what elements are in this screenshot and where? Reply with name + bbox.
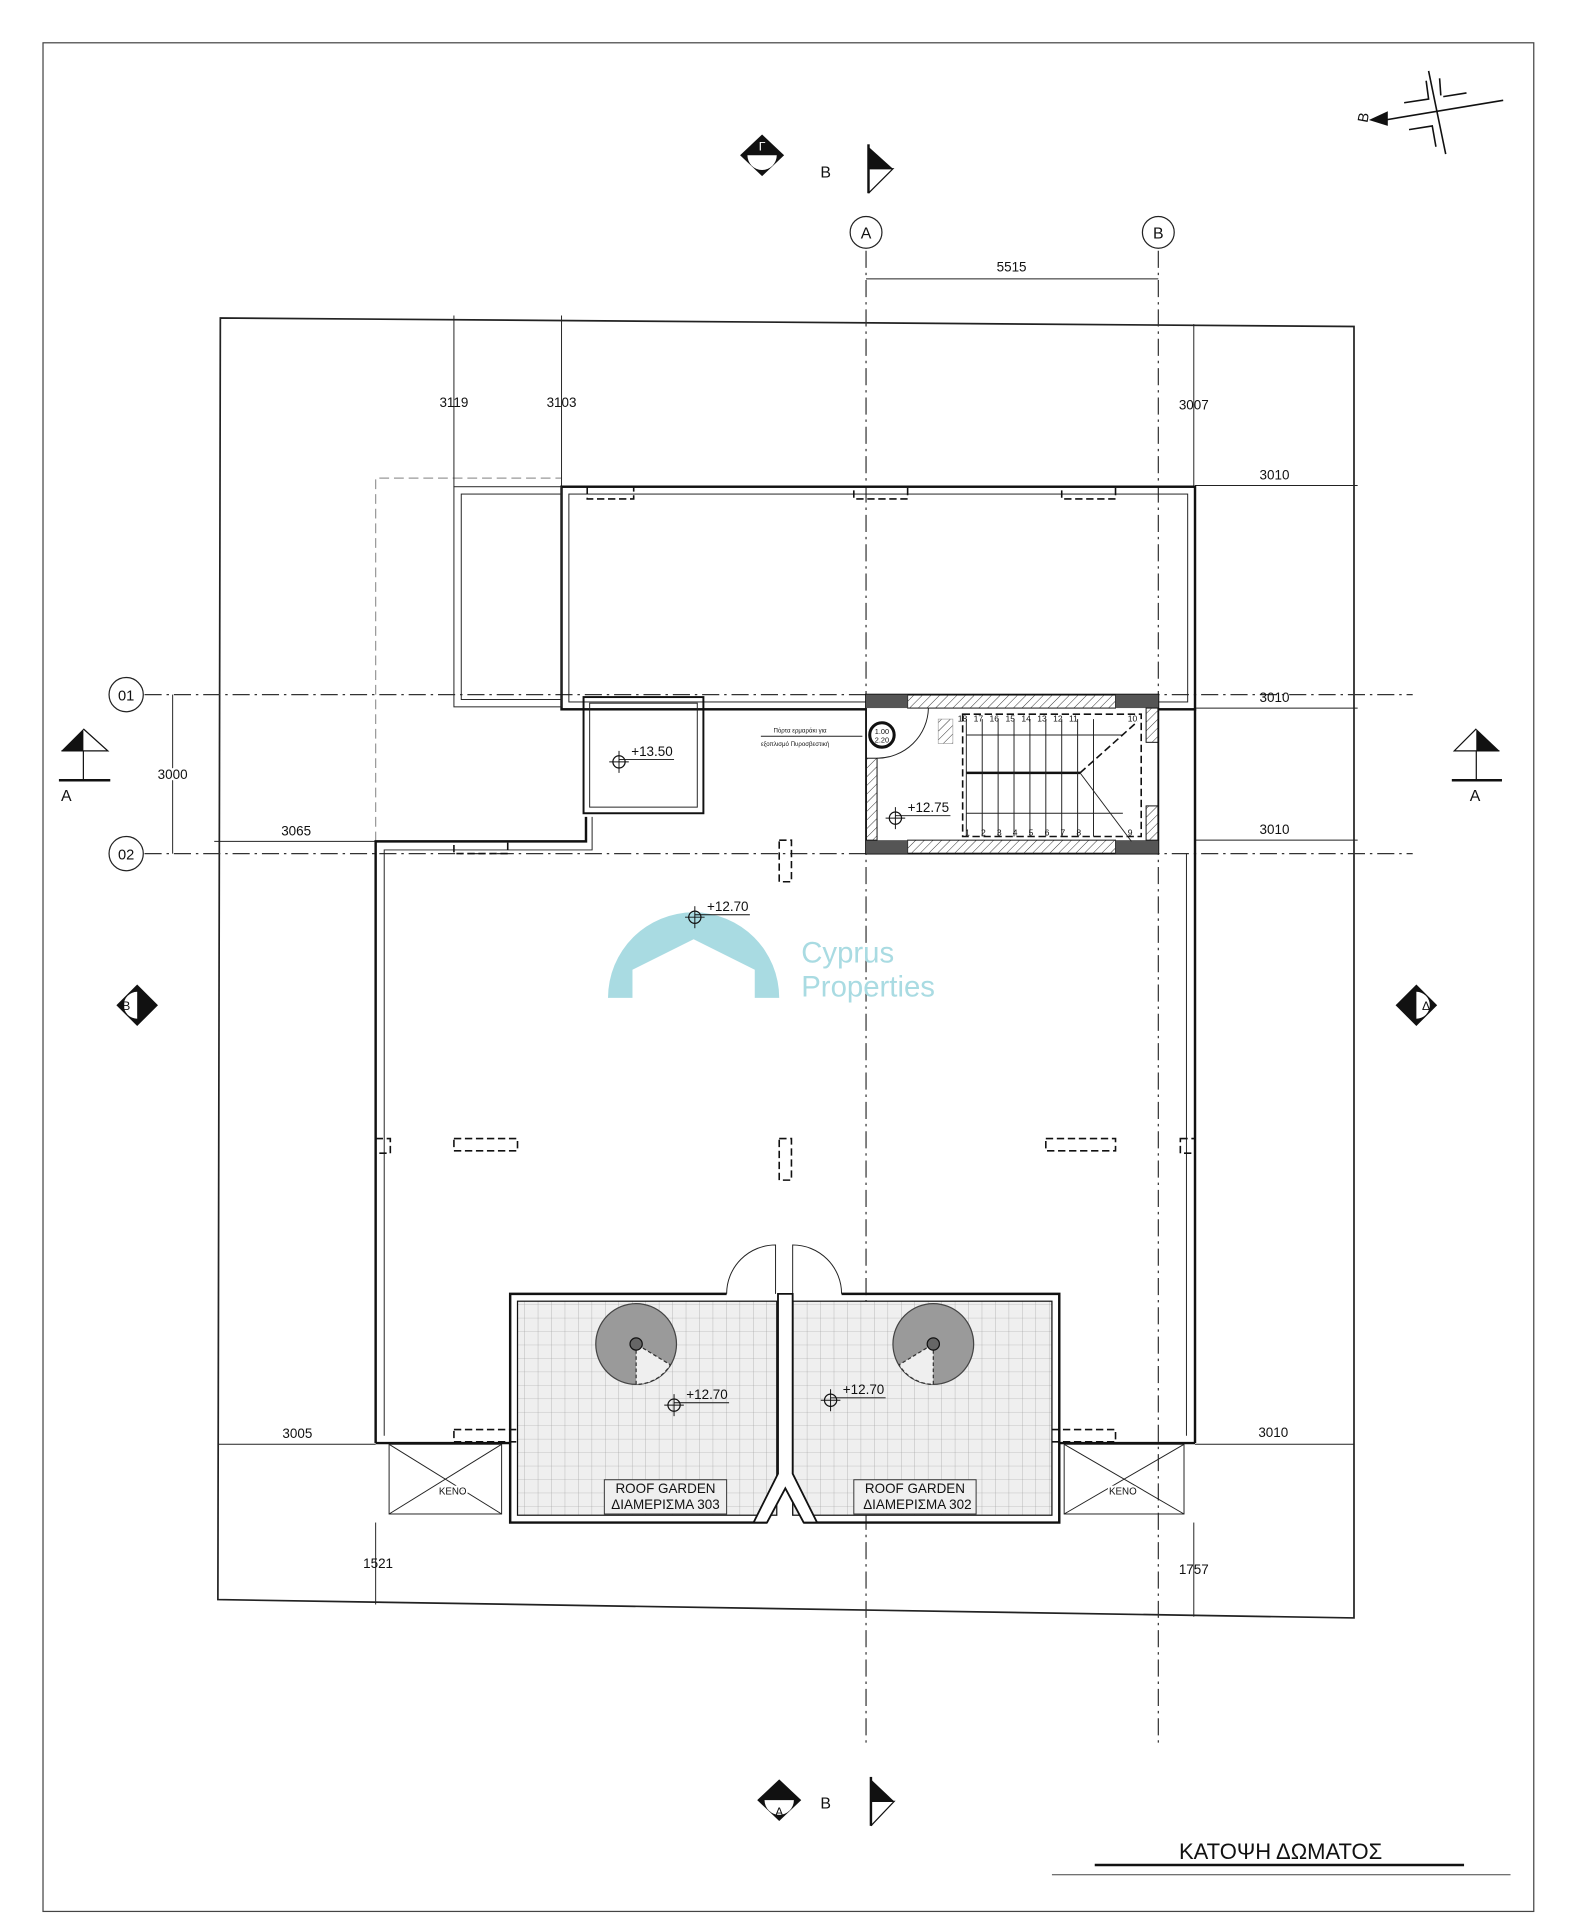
dividing-wall (752, 1292, 819, 1524)
svg-text:B: B (122, 999, 130, 1013)
dimension-lines (172, 278, 1358, 1617)
level-value: +12.70 (843, 1382, 884, 1397)
step-number: 5 (1029, 827, 1034, 837)
site-boundary (217, 317, 1355, 1619)
garden-303-label: ROOF GARDEN (615, 1481, 715, 1496)
level-marker-stair: +12.75 (885, 800, 951, 830)
level-marker-garden-302: +12.70 (820, 1382, 886, 1412)
garden-302-apartment: ΔΙΑΜΕΡΙΣΜΑ 302 (863, 1497, 971, 1512)
svg-text:1.00: 1.00 (875, 727, 889, 736)
step-number: 10 (1128, 714, 1138, 724)
level-value: +12.70 (686, 1387, 727, 1402)
dimension-3007: 3007 (1179, 398, 1209, 413)
step-number: 17 (974, 714, 984, 724)
section-marker-right: A (1451, 728, 1502, 805)
level-marker-tank: +13.50 (609, 744, 675, 773)
section-marker-left: A (58, 728, 111, 805)
level-marker-garden-303: +12.70 (664, 1387, 730, 1417)
spiral-stair-icon (595, 1303, 678, 1385)
svg-text:Cyprus: Cyprus (801, 936, 894, 969)
svg-text:A: A (61, 788, 72, 805)
step-number: 13 (1037, 714, 1047, 724)
spiral-stair-icon (892, 1303, 975, 1385)
garden-302-label: ROOF GARDEN (865, 1481, 965, 1496)
svg-text:Γ: Γ (759, 139, 766, 153)
stair-note-line2: εξοπλισμό Πυροσβεστική (761, 741, 829, 748)
svg-text:Δ: Δ (1422, 999, 1430, 1013)
svg-text:B: B (1153, 225, 1164, 242)
svg-text:02: 02 (118, 848, 134, 864)
dimension-1521: 1521 (363, 1556, 393, 1571)
void-left (388, 1443, 503, 1515)
dimension-3010-01: 3010 (1260, 690, 1290, 705)
grid-bubble-02: 02 (108, 835, 144, 872)
void-right (1063, 1443, 1185, 1515)
dimension-3119: 3119 (439, 395, 468, 410)
stair-core (865, 693, 1160, 855)
north-label: Β (1356, 111, 1373, 123)
cyprus-properties-logo: Cyprus Properties (608, 912, 935, 1004)
section-marker-top-right: B (820, 144, 895, 194)
setback-line (375, 477, 562, 842)
garden-303-apartment: ΔΙΑΜΕΡΙΣΜΑ 303 (611, 1497, 719, 1512)
grid-bubble-01: 01 (108, 676, 144, 713)
step-number: 4 (1013, 827, 1018, 837)
section-marker-bottom-left: A (757, 1779, 802, 1821)
step-number: 18 (958, 714, 968, 724)
step-number: 16 (990, 714, 1000, 724)
section-marker-top-left: Γ (740, 134, 785, 177)
drawing-title: ΚΑΤΟΨΗ ΔΩΜΑΤΟΣ (1179, 1839, 1382, 1864)
step-number: 15 (1005, 714, 1015, 724)
step-number: 7 (1060, 827, 1065, 837)
section-marker-right-mid: Δ (1395, 984, 1438, 1027)
dimension-3103: 3103 (547, 395, 577, 410)
svg-text:B: B (820, 1796, 831, 1813)
svg-text:A: A (775, 1805, 784, 1819)
svg-text:A: A (861, 225, 872, 242)
dimension-a-b: 5515 (997, 259, 1027, 274)
grid-bubble-a: A (849, 215, 883, 249)
north-arrow-icon (1368, 70, 1504, 155)
svg-text:01: 01 (118, 689, 134, 705)
step-number: 1 (965, 827, 970, 837)
dimension-3065: 3065 (281, 823, 311, 838)
door-tag: 1.00 2.20 (868, 721, 896, 749)
water-tank-platform (582, 696, 705, 815)
drawing-frame (42, 42, 1535, 1913)
level-marker-roof: +12.70 (685, 899, 750, 929)
stair-note-line1: Πόρτα ερμαράκι για (773, 728, 827, 735)
dimension-3010-top: 3010 (1260, 467, 1290, 482)
dimension-3010-02: 3010 (1260, 822, 1290, 837)
step-number: 12 (1053, 714, 1063, 724)
stair-sign (937, 718, 954, 744)
dimension-3000: 3000 (158, 767, 188, 782)
svg-text:Properties: Properties (801, 971, 935, 1004)
dimension-1757: 1757 (1179, 1562, 1209, 1577)
step-number: 3 (997, 827, 1002, 837)
level-value: +12.70 (707, 899, 748, 914)
void-left-label: ΚΕΝΟ (439, 1486, 467, 1497)
step-number: 9 (1128, 827, 1133, 837)
level-value: +13.50 (631, 744, 672, 759)
level-value: +12.75 (908, 800, 949, 815)
svg-text:A: A (1470, 788, 1481, 805)
dimension-3010-bottom: 3010 (1258, 1425, 1288, 1440)
stair-upper-step-numbers: 18 17 16 15 14 13 12 11 10 (958, 714, 1138, 724)
step-number: 2 (981, 827, 986, 837)
section-marker-bottom-right: B (820, 1776, 896, 1827)
step-number: 11 (1069, 714, 1078, 724)
section-marker-left-mid: B (116, 984, 158, 1027)
step-number: 6 (1045, 827, 1050, 837)
step-number: 14 (1021, 714, 1031, 724)
dimension-3005: 3005 (282, 1426, 312, 1441)
svg-text:B: B (820, 164, 831, 181)
void-right-label: ΚΕΝΟ (1109, 1486, 1137, 1497)
grid-bubble-b: B (1141, 215, 1175, 249)
step-number: 8 (1076, 827, 1081, 837)
svg-text:2.20: 2.20 (875, 735, 889, 744)
